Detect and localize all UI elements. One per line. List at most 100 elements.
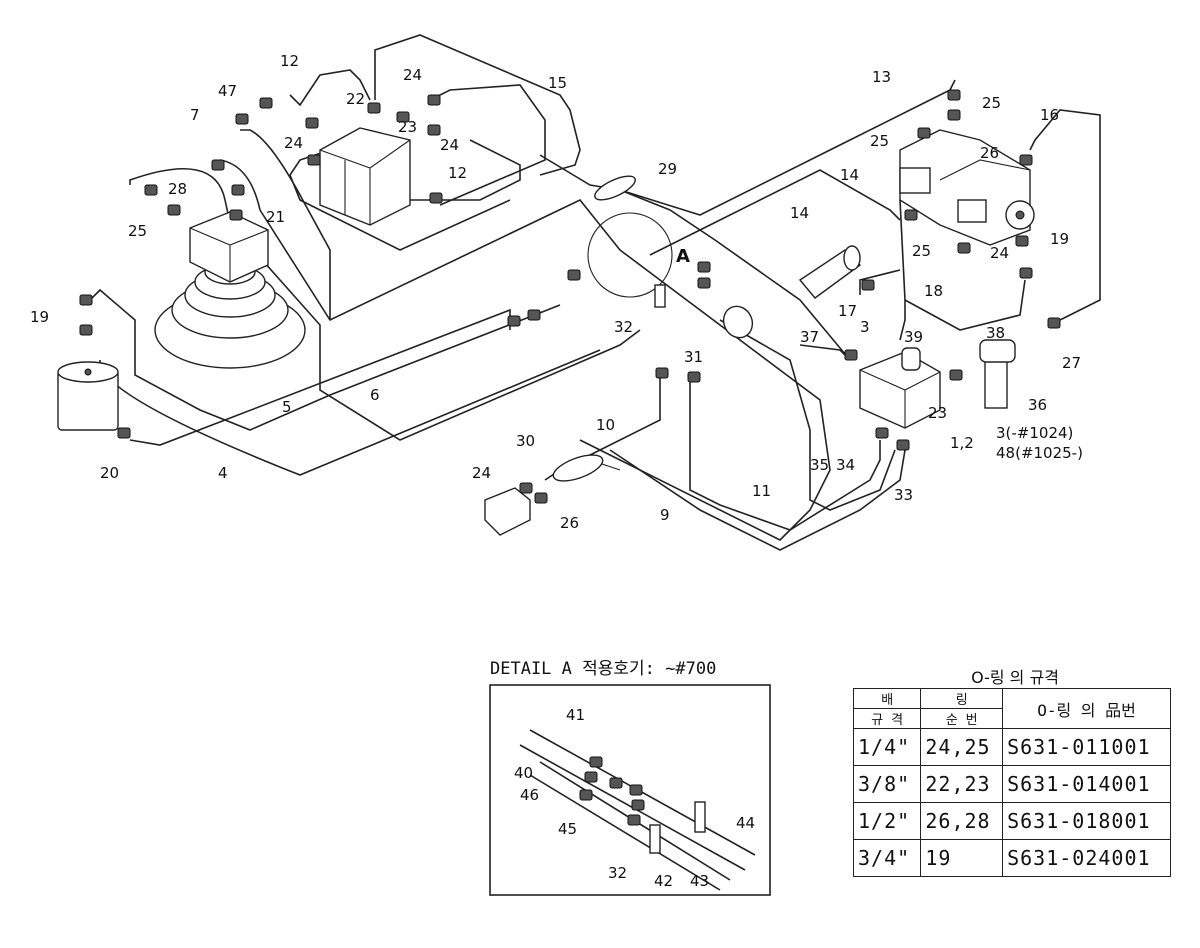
control-valve-block (319, 127, 411, 226)
callout-17: 17 (838, 302, 857, 320)
callout-23b: 23 (928, 404, 947, 422)
callout-A: A (676, 246, 690, 267)
callout-25c: 25 (870, 132, 889, 150)
cell-nos: 22,23 (920, 765, 1004, 803)
table-header-top: 배 링 O-링 의 品번 (852, 688, 1171, 729)
callout-48: 48(#1025-) (996, 444, 1083, 462)
cell-nos: 24,25 (920, 728, 1004, 766)
callout-20: 20 (100, 464, 119, 482)
callout-6: 6 (370, 386, 380, 404)
table-row: 1/2" 26,28 S631-018001 (852, 802, 1171, 840)
callout-11: 11 (752, 482, 771, 500)
callout-22: 22 (346, 90, 365, 108)
callout-24d: 24 (990, 244, 1009, 262)
table-header-sub: 규 격 순 번 (852, 708, 1171, 729)
callout-28: 28 (168, 180, 187, 198)
cell-part: S631-024001 (1002, 839, 1171, 877)
callout-9: 9 (660, 506, 670, 524)
small-block (484, 487, 531, 536)
header-top-left: 배 (852, 688, 922, 709)
callout-35: 35 (810, 456, 829, 474)
callout-12a: 12 (280, 52, 299, 70)
callout-37: 37 (800, 328, 819, 346)
valve-block-1-2 (859, 347, 941, 429)
callout-19a: 19 (1050, 230, 1069, 248)
cell-part: S631-018001 (1002, 802, 1171, 840)
cell-part: S631-014001 (1002, 765, 1171, 803)
swing-motor (154, 211, 306, 369)
callout-39: 39 (904, 328, 923, 346)
callout-3b: 3(-#1024) (996, 424, 1073, 442)
callout-31: 31 (684, 348, 703, 366)
bracket-32 (654, 284, 666, 308)
header-size: 규 격 (852, 708, 922, 729)
oring-table-caption: O-링 의 규격 (971, 668, 1059, 687)
callout-1-2: 1,2 (950, 434, 974, 452)
table-row: 1/4" 24,25 S631-011001 (852, 728, 1171, 766)
cylinder-tank (57, 361, 119, 431)
detail-label-44: 44 (736, 814, 755, 832)
detail-a: DETAIL A 적용호기: ~#700 41 40 46 45 44 32 4… (489, 659, 771, 896)
callout-24b: 24 (284, 134, 303, 152)
detail-label-32: 32 (608, 864, 627, 882)
detail-a-title: DETAIL A 적용호기: ~#700 (490, 659, 716, 679)
detail-label-46: 46 (520, 786, 539, 804)
callout-21: 21 (266, 208, 285, 226)
callout-26b: 26 (560, 514, 579, 532)
callout-24a: 24 (403, 66, 422, 84)
callout-18: 18 (924, 282, 943, 300)
cell-nos: 19 (920, 839, 1004, 877)
callout-14b: 14 (790, 204, 809, 222)
cell-nos: 26,28 (920, 802, 1004, 840)
callout-5: 5 (282, 398, 292, 416)
callout-14a: 14 (840, 166, 859, 184)
header-no: 순 번 (920, 708, 1004, 729)
callout-4: 4 (218, 464, 228, 482)
oring-spec-table: 배 링 O-링 의 品번 규 격 순 번 1/4" 24,25 S631-011… (852, 688, 1171, 877)
callout-13: 13 (872, 68, 891, 86)
callout-7: 7 (190, 106, 200, 124)
callout-24c: 24 (440, 136, 459, 154)
callout-33: 33 (894, 486, 913, 504)
callout-38: 38 (986, 324, 1005, 342)
detail-a-circle (587, 212, 673, 298)
callout-10: 10 (596, 416, 615, 434)
table-row: 3/4" 19 S631-024001 (852, 839, 1171, 877)
callout-26a: 26 (980, 144, 999, 162)
hydraulic-pump (899, 129, 1035, 246)
callout-25d: 25 (912, 242, 931, 260)
callout-16: 16 (1040, 106, 1059, 124)
callout-36: 36 (1028, 396, 1047, 414)
callout-34: 34 (836, 456, 855, 474)
callout-29: 29 (658, 160, 677, 178)
detail-label-45: 45 (558, 820, 577, 838)
cell-size: 1/4" (852, 728, 922, 766)
detail-label-43: 43 (690, 872, 709, 890)
callout-25b: 25 (982, 94, 1001, 112)
cell-part: S631-011001 (1002, 728, 1171, 766)
clamps (552, 175, 754, 482)
callout-15: 15 (548, 74, 567, 92)
detail-label-42: 42 (654, 872, 673, 890)
header-part: O-링 의 品번 (1002, 688, 1171, 729)
callout-24e: 24 (472, 464, 491, 482)
fittings (79, 89, 1061, 504)
header-top-right: 링 (920, 688, 1004, 709)
callout-12b: 12 (448, 164, 467, 182)
callout-47: 47 (218, 82, 237, 100)
cell-size: 3/8" (852, 765, 922, 803)
table-row: 3/8" 22,23 S631-014001 (852, 765, 1171, 803)
callout-27: 27 (1062, 354, 1081, 372)
callout-32: 32 (614, 318, 633, 336)
line-filter (979, 339, 1016, 409)
detail-label-40: 40 (514, 764, 533, 782)
callout-23a: 23 (398, 118, 417, 136)
callout-labels: 12 24 15 47 22 7 23 24 24 12 28 21 25 29… (30, 52, 1083, 532)
cell-size: 1/2" (852, 802, 922, 840)
callout-25a: 25 (128, 222, 147, 240)
accumulator (798, 245, 862, 299)
callout-19b: 19 (30, 308, 49, 326)
callout-30: 30 (516, 432, 535, 450)
cell-size: 3/4" (852, 839, 922, 877)
